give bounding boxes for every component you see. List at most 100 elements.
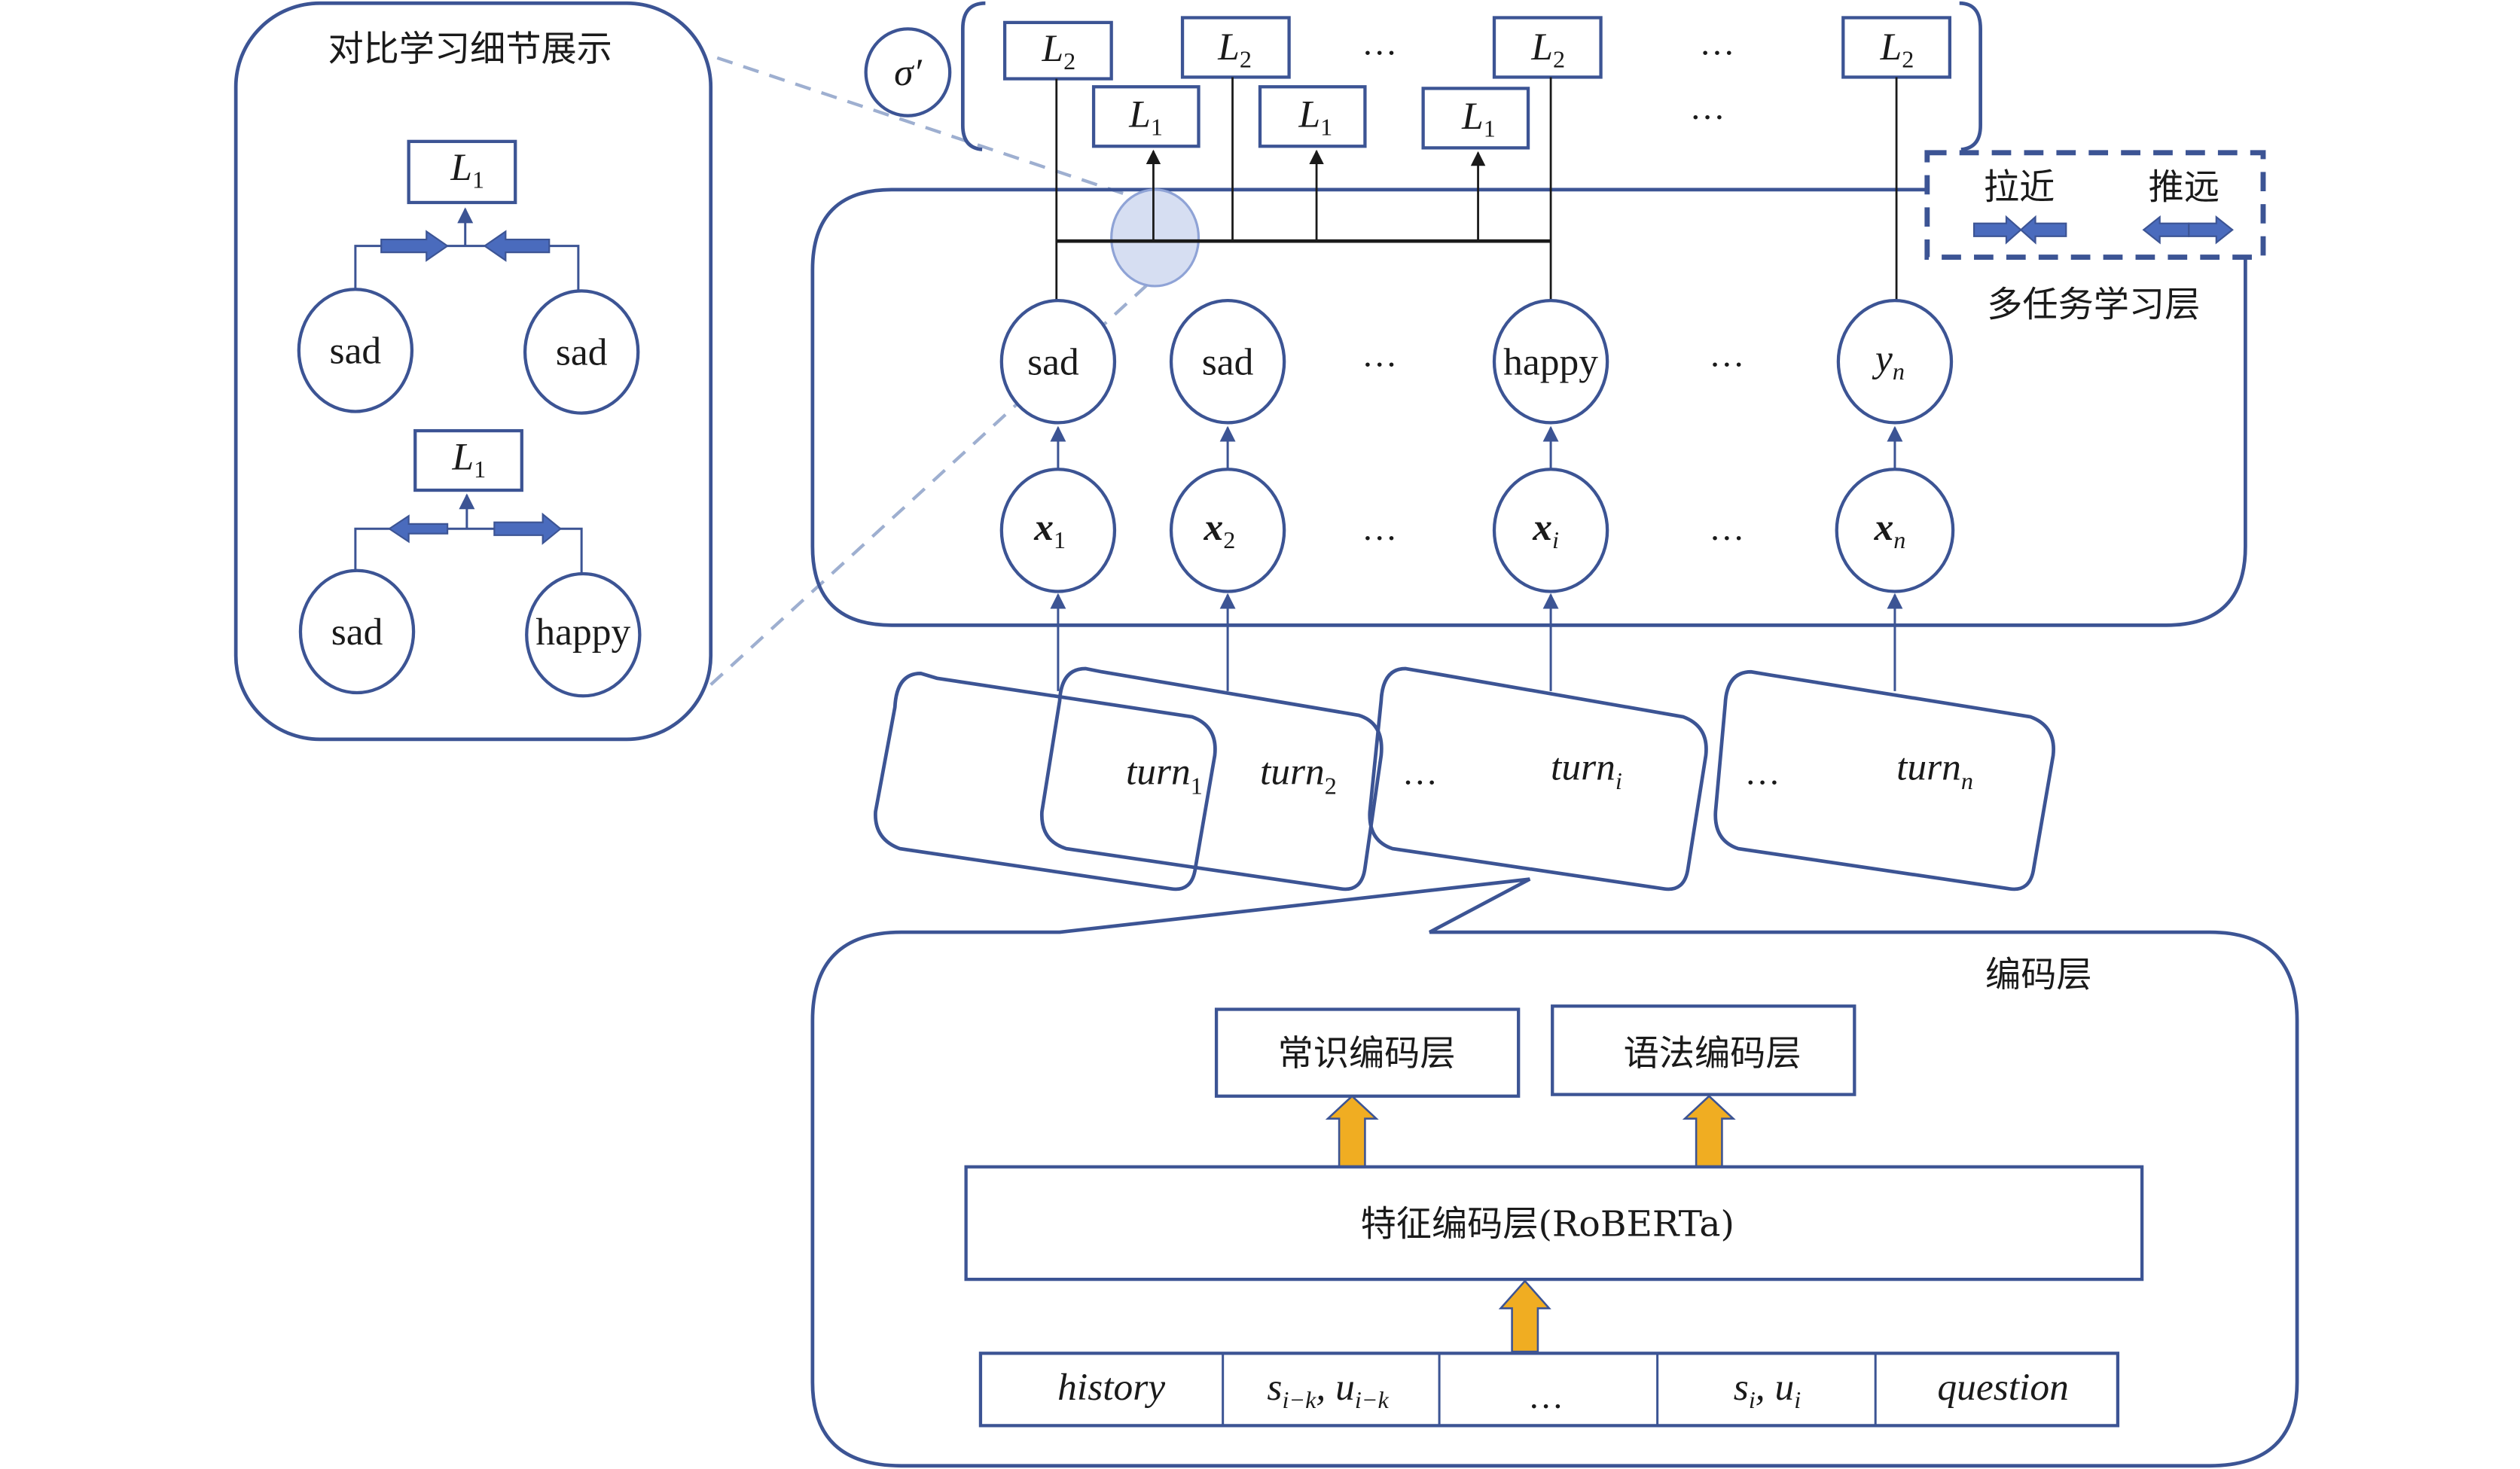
input-nodes: x1 x2 … xi … xn <box>999 468 1955 593</box>
contrastive-detail-panel: 对比学习细节展示 L1 sad sad L1 sad happy <box>233 1 713 742</box>
l1-boxes: L1 L1 L1 … <box>1091 85 1728 150</box>
loss-box-l1 <box>1421 87 1530 150</box>
connector-line <box>354 245 580 294</box>
feature-encoder-box <box>964 1165 2144 1282</box>
inset-node-label: sad <box>331 611 383 654</box>
commonsense-encoder-box <box>1214 1007 1521 1098</box>
input-sequence: history si−k, ui−k … si, ui question <box>978 1352 2120 1428</box>
label-node <box>999 299 1117 425</box>
loss-label: L1 <box>1128 93 1163 141</box>
label-nodes: sad sad … happy … yn <box>999 299 1954 425</box>
loss-label: L2 <box>1217 26 1252 73</box>
encoding-title: 编码层 <box>1985 955 2092 996</box>
turn-label: turn1 <box>1126 751 1203 800</box>
loss-label: L2 <box>1530 26 1565 73</box>
multitask-layer: 多任务学习层 拉近 推远 sad sad <box>810 77 2266 691</box>
x-to-label-arrows <box>1050 425 1903 470</box>
legend-frame <box>1924 150 2266 260</box>
turn-label: turnn <box>1896 745 1973 794</box>
bracket-right <box>1959 1 1982 151</box>
ellipsis: … <box>1402 754 1441 793</box>
inset-frame <box>233 1 713 742</box>
loss-box-l2 <box>1180 16 1291 79</box>
turn-card <box>1368 666 1708 891</box>
inset-node-label: sad <box>556 331 608 374</box>
input-sequence-frame <box>978 1352 2120 1428</box>
syntax-encoder-box <box>1551 1004 1856 1096</box>
bracket-left <box>960 1 986 151</box>
multitask-title: 多任务学习层 <box>1987 285 2200 326</box>
label-node <box>1169 299 1286 425</box>
loss-label: L2 <box>1041 27 1075 75</box>
turn-cards: turn1 turn2 … turni … turnn <box>874 666 2055 891</box>
loss-label: L1 <box>452 435 487 483</box>
inset-node-left <box>297 288 414 413</box>
label-node-text: sad <box>1202 340 1254 383</box>
ellipsis: … <box>1362 336 1400 375</box>
ellipsis: … <box>1362 509 1400 548</box>
loss-box-l1 <box>1091 85 1201 148</box>
sigma-node <box>864 27 952 117</box>
input-node <box>999 468 1117 593</box>
turn-to-x-arrows <box>1050 593 1903 691</box>
inset-title: 对比学习细节展示 <box>328 29 612 70</box>
loss-box-l1 <box>1258 85 1367 148</box>
loss-box-l2 <box>1841 16 1952 79</box>
push-arrow-left-icon <box>387 514 449 544</box>
up-arrow-commonsense-icon <box>1325 1095 1379 1168</box>
turn-card <box>874 672 1217 891</box>
ellipsis: … <box>1362 24 1400 63</box>
input-cell-current: si, ui <box>1734 1366 1801 1413</box>
input-cell-ellipsis: … <box>1528 1377 1567 1416</box>
label-node-text: sad <box>1027 340 1079 383</box>
sigma-label: σ′ <box>894 51 922 94</box>
legend: 拉近 推远 <box>1924 150 2266 260</box>
zoom-guide-line-top <box>716 56 1161 208</box>
input-cell-question: question <box>1937 1366 2068 1409</box>
input-node <box>1492 468 1609 593</box>
loss-connectors <box>1055 77 1898 303</box>
input-node-text: xi <box>1532 506 1559 553</box>
ellipsis: … <box>1709 336 1747 375</box>
loss-box-l2 <box>1002 20 1113 81</box>
turn-label: turni <box>1551 745 1622 794</box>
loss-box-l2 <box>1492 16 1603 79</box>
input-cell-context: si−k, ui−k <box>1267 1366 1389 1413</box>
label-node-text: yn <box>1872 337 1905 385</box>
up-arrow-syntax-icon <box>1682 1095 1736 1168</box>
loss-label: L2 <box>1880 26 1914 73</box>
loss-label: L1 <box>450 146 484 194</box>
input-node-text: x1 <box>1033 506 1066 553</box>
ellipsis: … <box>1744 754 1783 793</box>
inset-node-label: sad <box>330 330 382 373</box>
legend-push-label: 推远 <box>2149 167 2219 209</box>
connector-line <box>354 527 583 582</box>
multitask-frame <box>810 187 2247 627</box>
input-node <box>1169 468 1286 593</box>
label-node-text: happy <box>1503 340 1598 383</box>
up-arrow-input-icon <box>1498 1279 1551 1353</box>
inset-node-left <box>298 568 416 695</box>
feature-encoder-label: 特征编码层(RoBERTa) <box>1361 1204 1734 1245</box>
loss-box-l1 <box>413 428 523 492</box>
inset-node-right <box>523 289 640 415</box>
label-node <box>1836 299 1954 425</box>
inset-node-label: happy <box>535 611 630 654</box>
loss-box-l1 <box>407 139 517 205</box>
commonsense-encoder-label: 常识编码层 <box>1278 1033 1456 1074</box>
ellipsis: … <box>1699 24 1737 63</box>
push-arrow-right-icon <box>493 512 562 545</box>
legend-push-arrow-left-icon <box>2142 215 2190 245</box>
legend-pull-arrow-right-icon <box>1972 215 2022 245</box>
input-cell-history: history <box>1057 1366 1165 1409</box>
encoding-layer: 编码层 常识编码层 语法编码层 特征编码层(RoBERTa) history s… <box>810 877 2299 1468</box>
ellipsis: … <box>1690 88 1728 127</box>
legend-push-arrow-right-icon <box>2188 215 2234 245</box>
pull-arrow-left-icon <box>483 230 551 262</box>
push-pair: L1 sad happy <box>298 428 642 698</box>
encoding-frame <box>810 877 2299 1468</box>
inset-node-right <box>525 571 642 698</box>
turn-card <box>1713 669 2055 891</box>
legend-pull-label: 拉近 <box>1984 167 2055 209</box>
